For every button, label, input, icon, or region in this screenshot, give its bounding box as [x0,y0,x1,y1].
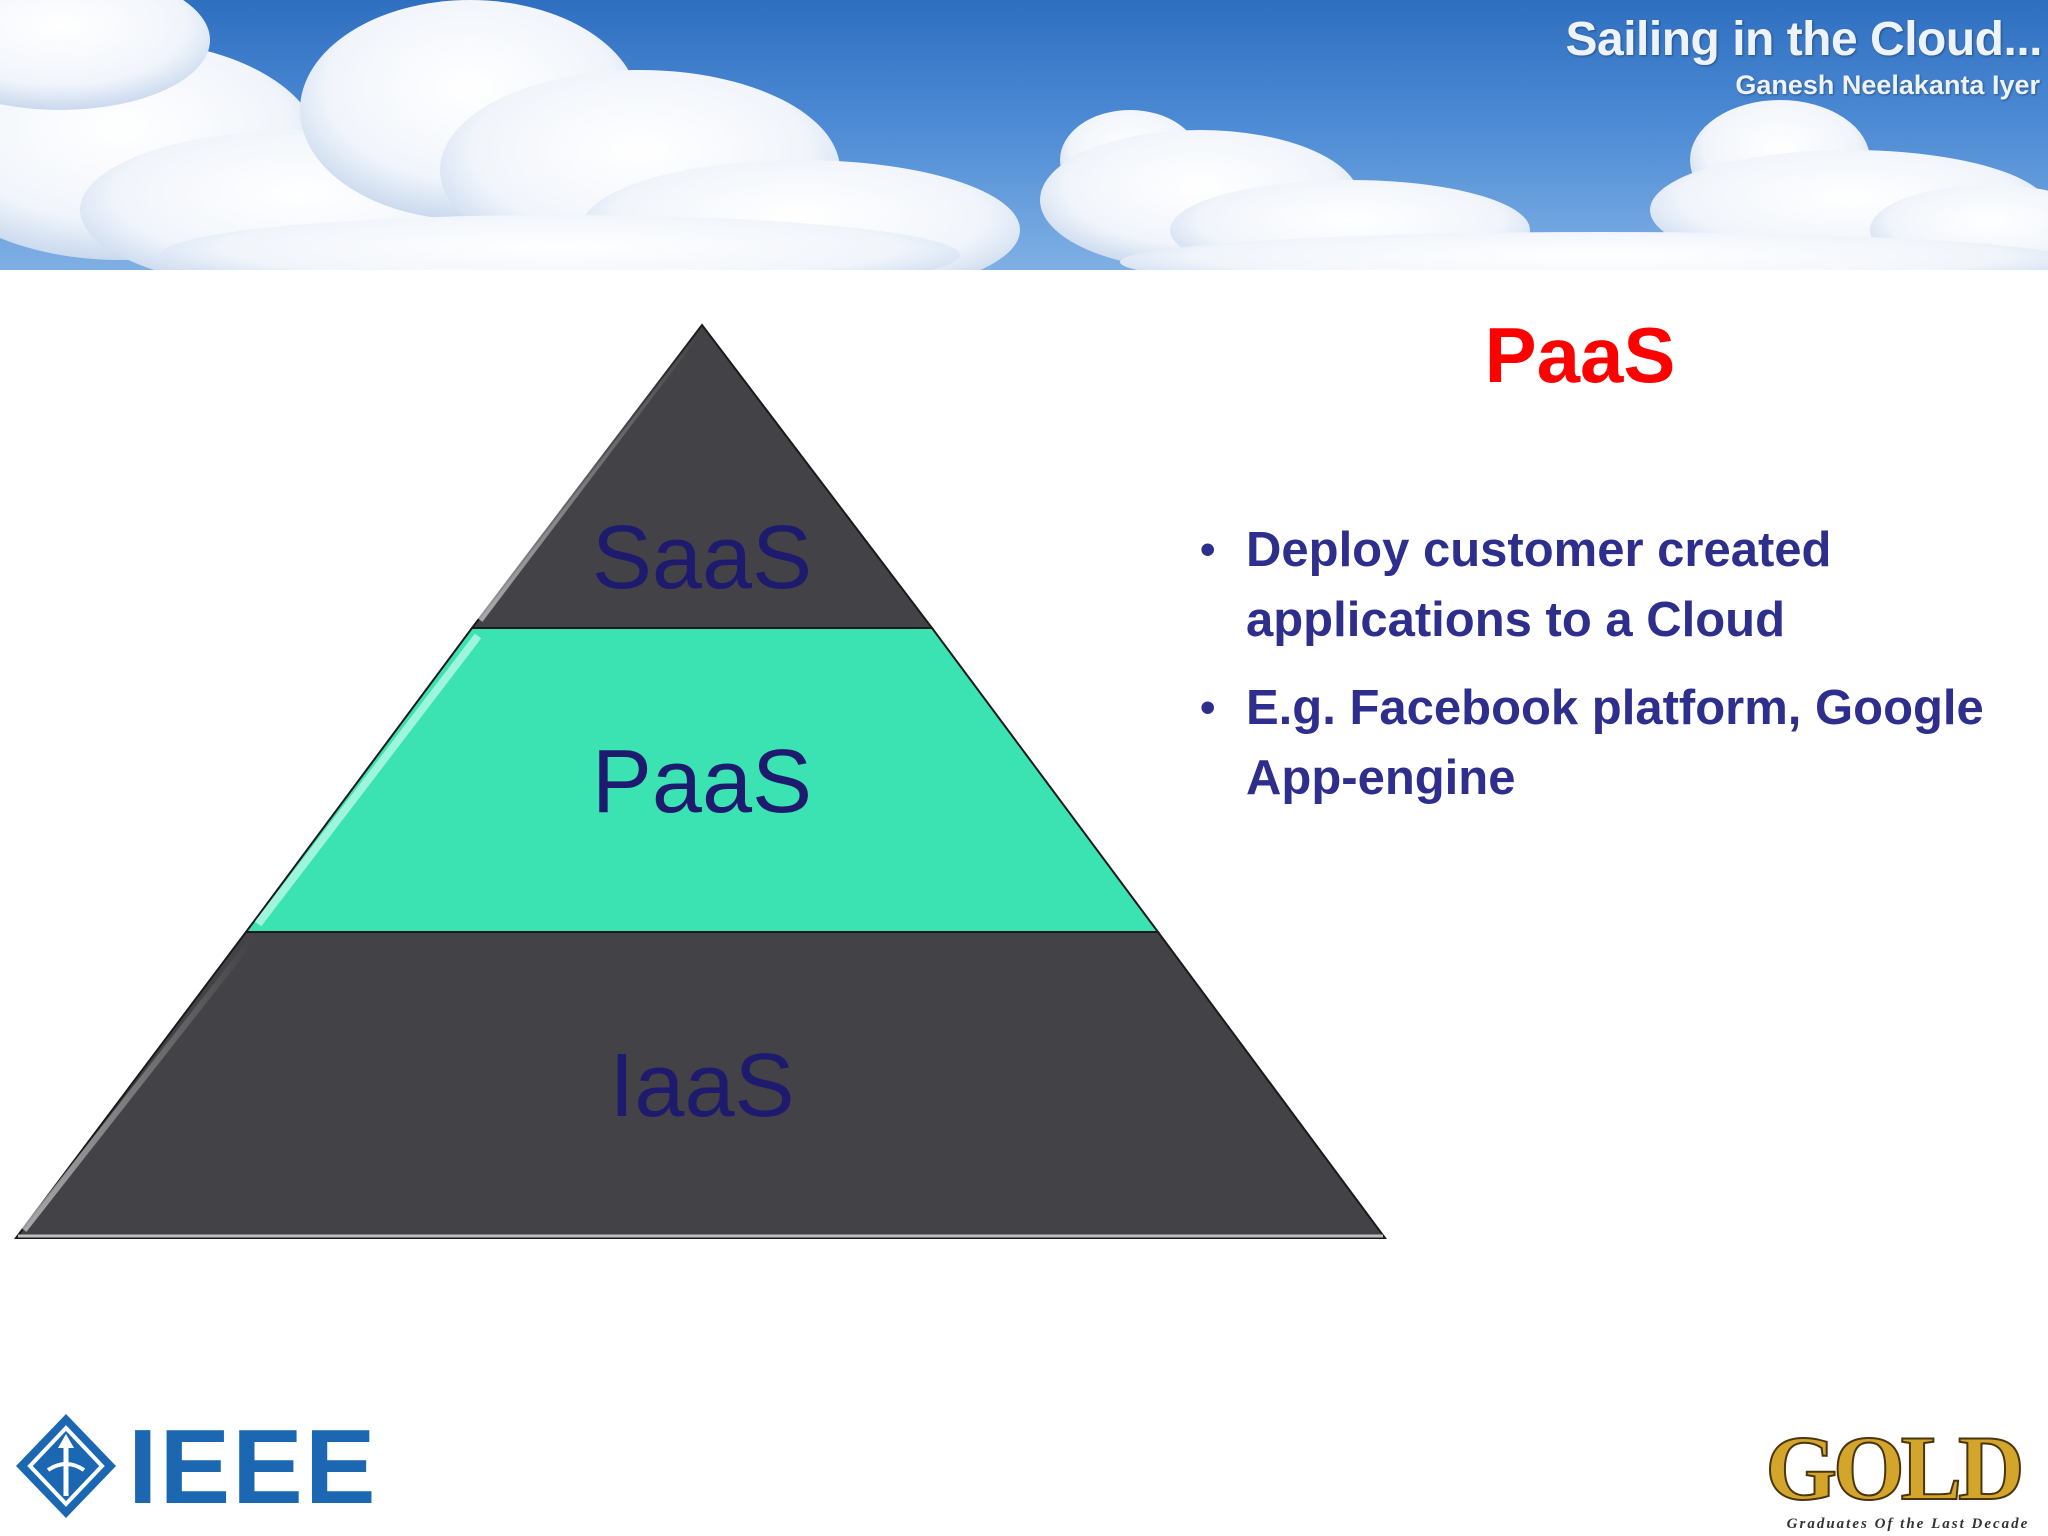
ieee-diamond-icon [16,1414,116,1518]
pyramid-layer-saas: SaaS [469,323,935,629]
pyramid-layer-iaas: IaaS [13,931,1387,1239]
ieee-logo: IEEE [10,1408,380,1528]
bullet-list: • Deploy customer created applications t… [1200,515,2040,831]
header-banner: Sailing in the Cloud... Ganesh Neelakant… [0,0,2048,270]
slide-title: PaaS [1484,311,1676,399]
bullet-text: E.g. Facebook platform, Google App-engin… [1246,681,1984,805]
layer-label-saas: SaaS [592,508,812,608]
layer-label-paas: PaaS [592,732,812,832]
bullet-icon: • [1200,525,1216,574]
bullet-text: Deploy customer created applications to … [1246,523,1832,647]
gold-tagline: Graduates Of the Last Decade [1786,1516,2030,1532]
cloud-service-pyramid: SaaS PaaS IaaS [13,323,1387,1239]
presentation-title: Sailing in the Cloud... [1565,13,2043,66]
gold-wordmark: GOLD [1765,1417,2026,1519]
pyramid-layer-paas: PaaS [244,627,1160,933]
gold-logo: GOLD Graduates Of the Last Decade [1738,1417,2048,1536]
layer-label-iaas: IaaS [609,1036,794,1136]
author-name: Ganesh Neelakanta Iyer [1735,70,2040,100]
bullet-icon: • [1200,683,1216,732]
bullet-item: • Deploy customer created applications t… [1200,515,2040,655]
cloud-sky-image [0,0,2048,270]
bullet-item: • E.g. Facebook platform, Google App-eng… [1200,673,2040,813]
ieee-wordmark: IEEE [128,1408,378,1526]
